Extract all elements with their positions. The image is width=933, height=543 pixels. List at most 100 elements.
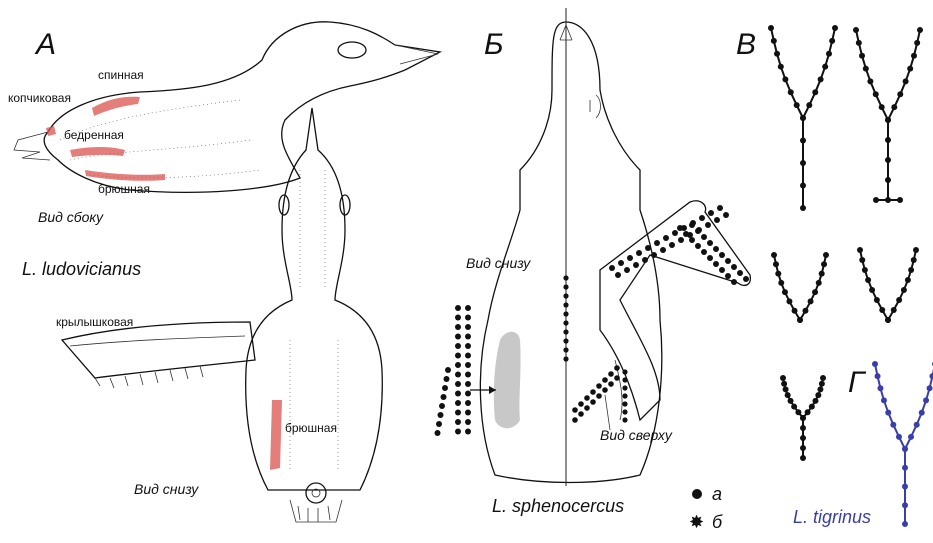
tract-dot bbox=[890, 422, 896, 428]
tract-dot bbox=[689, 237, 695, 243]
tract-dot bbox=[660, 247, 666, 253]
caption-bottom-view-b: Вид снизу bbox=[466, 255, 531, 271]
species-tigrinus: L. tigrinus bbox=[793, 507, 871, 527]
tract-dot bbox=[885, 410, 891, 416]
tract-dot bbox=[622, 409, 627, 414]
tract-dot bbox=[902, 465, 908, 471]
legend-label-a: а bbox=[712, 484, 722, 504]
tract-dot bbox=[563, 284, 568, 289]
tract-dot bbox=[821, 261, 827, 267]
tract-dot bbox=[869, 287, 875, 293]
tract-dot bbox=[622, 369, 627, 374]
tract-dot bbox=[725, 258, 731, 264]
tract-dot bbox=[873, 197, 879, 203]
tract-dot bbox=[826, 51, 832, 57]
tract-diagram-g bbox=[872, 361, 933, 527]
tract-dot bbox=[713, 246, 719, 252]
tract-dot bbox=[622, 377, 627, 382]
tract-dot bbox=[455, 410, 461, 416]
tract-dot bbox=[800, 160, 806, 166]
tract-dot bbox=[927, 385, 933, 391]
tract-dot bbox=[584, 395, 590, 401]
tract-dot bbox=[896, 297, 902, 303]
panel-b: Б Вид снизу Вид сверху L. sphenocercus а… bbox=[435, 8, 751, 532]
tract-dot bbox=[622, 417, 627, 422]
tract-dot bbox=[683, 231, 689, 237]
tract-dot bbox=[791, 404, 797, 410]
tract-dot bbox=[885, 137, 891, 143]
tract-dot bbox=[725, 273, 731, 279]
tract-dot bbox=[917, 27, 923, 33]
tract-dot bbox=[816, 280, 822, 286]
tract-dot bbox=[465, 343, 471, 349]
tract-dot bbox=[820, 375, 826, 381]
tract-dot bbox=[455, 419, 461, 425]
tract-dot bbox=[815, 392, 821, 398]
tract-dot bbox=[800, 435, 806, 441]
tract-dot bbox=[563, 347, 568, 352]
tract-dot bbox=[885, 177, 891, 183]
tract-dot bbox=[465, 419, 471, 425]
tract-dot bbox=[774, 51, 780, 57]
tract-dot bbox=[563, 311, 568, 316]
tract-dot bbox=[444, 376, 450, 382]
legend-symbol-b: ✸ bbox=[689, 512, 704, 532]
tract-dot bbox=[773, 261, 779, 267]
tract-dot bbox=[771, 38, 777, 44]
tract-dot bbox=[596, 393, 602, 399]
panel-a: А спинная копчиковая бедренная брюшная В… bbox=[8, 22, 440, 522]
ventral-pteryla-bottom bbox=[270, 400, 282, 470]
tract-dot bbox=[651, 252, 657, 258]
tract-dot bbox=[911, 53, 917, 59]
tract-dot bbox=[907, 66, 913, 72]
tract-dot bbox=[618, 260, 624, 266]
tract-dot bbox=[465, 353, 471, 359]
tract-dot bbox=[794, 102, 800, 108]
tract-dot bbox=[441, 394, 447, 400]
tract-dot bbox=[778, 64, 784, 70]
tract-dot bbox=[705, 222, 711, 228]
tract-dot bbox=[609, 265, 615, 271]
tract-dot bbox=[914, 40, 920, 46]
tract-dot bbox=[438, 412, 444, 418]
tract-dot bbox=[800, 445, 806, 451]
tract-dot bbox=[879, 104, 885, 110]
tract-dot bbox=[614, 365, 620, 371]
tract-dot bbox=[872, 361, 878, 367]
tract-dot bbox=[856, 40, 862, 46]
tract-dot bbox=[645, 245, 651, 251]
tract-dot bbox=[902, 521, 908, 527]
legend-symbol-a bbox=[692, 489, 702, 499]
tract-dot bbox=[737, 270, 743, 276]
tract-dot bbox=[902, 484, 908, 490]
panel-label-v: В bbox=[736, 28, 756, 61]
tract-dot bbox=[615, 272, 621, 278]
tract-dot bbox=[465, 381, 471, 387]
tract-dot bbox=[885, 317, 891, 323]
tract-dot bbox=[717, 205, 723, 211]
tract-dot bbox=[563, 275, 568, 280]
tract-dot bbox=[903, 78, 909, 84]
tract-dot bbox=[809, 404, 815, 410]
tract-dot bbox=[865, 277, 871, 283]
tract-dot bbox=[817, 386, 823, 392]
tract-dot bbox=[572, 407, 578, 413]
tract-dot bbox=[857, 247, 863, 253]
tract-dot bbox=[455, 334, 461, 340]
tract-dot bbox=[654, 240, 660, 246]
tract-dot bbox=[812, 289, 818, 295]
tract-dot bbox=[672, 230, 678, 236]
tract-dot bbox=[823, 252, 829, 258]
tract-dot bbox=[572, 417, 578, 423]
tract-dot bbox=[780, 375, 786, 381]
tract-dot bbox=[829, 38, 835, 44]
tract-dot bbox=[911, 257, 917, 263]
tract-dot bbox=[881, 397, 887, 403]
tract-dot bbox=[701, 249, 707, 255]
tract-dot bbox=[455, 353, 461, 359]
tract-dot bbox=[713, 261, 719, 267]
tract-dot bbox=[455, 343, 461, 349]
tract-dot bbox=[781, 381, 787, 387]
caudal-pteryla bbox=[46, 126, 56, 136]
